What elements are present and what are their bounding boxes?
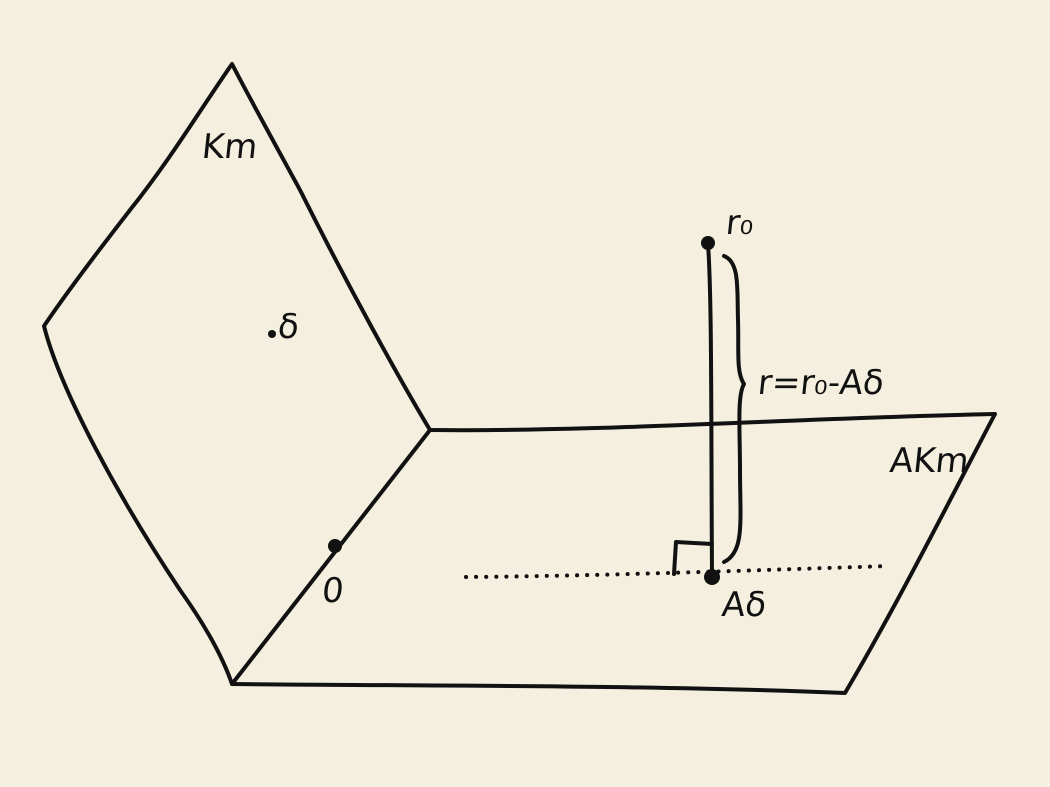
label-origin: 0 xyxy=(319,571,346,611)
dotted-line xyxy=(464,564,892,579)
brace xyxy=(722,254,746,564)
label-delta: δ xyxy=(275,307,301,347)
right-angle-marker xyxy=(672,540,714,576)
label-plane-akm: AKm xyxy=(887,441,971,481)
label-plane-km: Km xyxy=(199,127,260,167)
segment-r0-adelta xyxy=(706,242,714,578)
label-r0: r₀ xyxy=(723,203,756,243)
label-brace-formula: r=r₀-Aδ xyxy=(755,363,886,403)
label-adelta: Aδ xyxy=(719,585,769,625)
point-adelta-dot xyxy=(704,569,720,585)
point-delta-dot xyxy=(268,330,276,338)
point-origin-dot xyxy=(328,539,342,553)
plane-km-outline xyxy=(42,62,432,686)
point-r0-dot xyxy=(701,236,715,250)
plane-akm-outline xyxy=(230,412,997,695)
